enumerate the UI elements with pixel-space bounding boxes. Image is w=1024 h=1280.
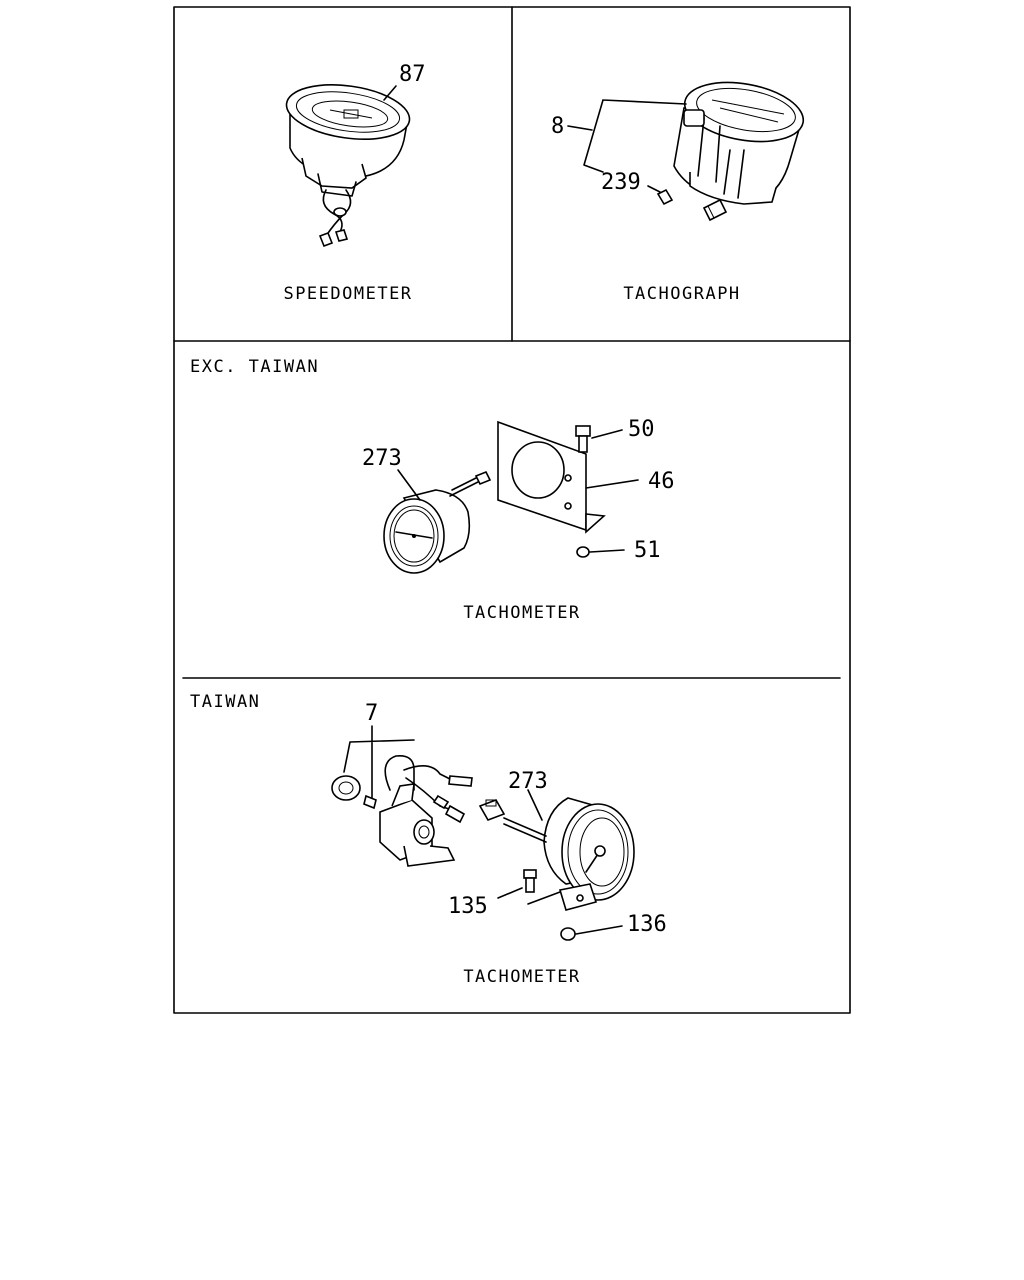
leader-line [647, 185, 661, 193]
callout-239: 239 [601, 170, 641, 195]
leader-line [383, 85, 397, 101]
nut-51 [576, 546, 590, 558]
tachometer-exc-taiwan-panel: EXC. TAIWAN [190, 357, 675, 623]
speedometer-panel: 87 SPEEDOMETER [283, 62, 426, 304]
tachograph-panel: 8 239 TACHOGRAPH [551, 81, 805, 304]
panel-caption: TACHOGRAPH [623, 284, 740, 304]
panel-caption: TACHOMETER [463, 967, 580, 987]
panel-caption: SPEEDOMETER [283, 284, 412, 304]
group-bracket [343, 725, 415, 799]
callout-136: 136 [627, 912, 667, 937]
callout-8: 8 [551, 114, 564, 139]
bolt-239 [656, 188, 674, 206]
leader-line [575, 925, 623, 935]
bolt-50 [575, 425, 591, 453]
bolt-135 [523, 869, 537, 893]
callout-87: 87 [399, 62, 426, 87]
speedometer-illustration [285, 84, 411, 248]
diagram-frame [173, 6, 851, 1014]
leader-line [397, 469, 421, 501]
sender-unit-illustration [379, 754, 473, 867]
section-label: TAIWAN [190, 692, 260, 712]
callout-7: 7 [365, 701, 378, 726]
callout-46: 46 [648, 469, 675, 494]
tachometer-taiwan-panel: TAIWAN [190, 692, 667, 987]
leader-line [585, 479, 639, 489]
group-bracket [583, 99, 687, 173]
nut-136 [560, 927, 576, 941]
section-label: EXC. TAIWAN [190, 357, 319, 377]
plug-connector [478, 799, 506, 821]
tachometer-gauge-illustration [503, 797, 635, 911]
panel-caption: TACHOMETER [463, 603, 580, 623]
leader-line [567, 125, 593, 131]
callout-51: 51 [634, 538, 661, 563]
leader-line [527, 789, 543, 821]
bracket-46 [497, 420, 606, 534]
callout-50: 50 [628, 417, 655, 442]
leader-line [589, 549, 625, 553]
leader-line [591, 429, 623, 439]
tachograph-illustration [673, 81, 805, 222]
nut-7 [331, 775, 377, 810]
leader-line [497, 887, 561, 905]
tachometer-illustration [383, 470, 492, 574]
callout-273: 273 [362, 446, 402, 471]
callout-135: 135 [448, 894, 488, 919]
callout-273: 273 [508, 769, 548, 794]
